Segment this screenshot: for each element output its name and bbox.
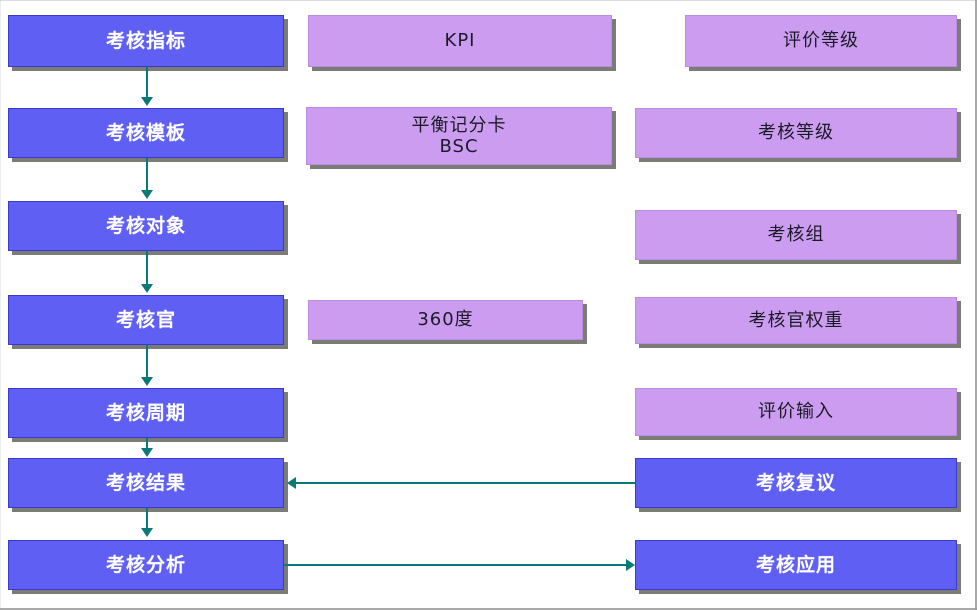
node-kaohe-fenxi[interactable]: 考核分析 bbox=[8, 540, 284, 590]
node-kaohe-guan-quanzhong[interactable]: 考核官权重 bbox=[635, 297, 957, 344]
node-bsc[interactable]: 平衡记分卡 BSC bbox=[306, 107, 612, 165]
node-kaohe-muban[interactable]: 考核模板 bbox=[8, 108, 284, 158]
connector-zhibiao-to-muban bbox=[146, 67, 148, 99]
arrowhead-zhouqi-to-jieguo bbox=[141, 448, 153, 457]
node-360-degree[interactable]: 360度 bbox=[308, 300, 583, 340]
frame-border-bottom bbox=[0, 608, 977, 610]
node-kaohe-jieguo[interactable]: 考核结果 bbox=[8, 458, 284, 508]
node-kaohe-duixiang[interactable]: 考核对象 bbox=[8, 201, 284, 251]
connector-fenxi-to-yingyong bbox=[284, 564, 627, 566]
arrowhead-fuyi-to-jieguo bbox=[287, 477, 296, 489]
connector-zhouqi-to-jieguo bbox=[146, 438, 148, 450]
arrowhead-fenxi-to-yingyong bbox=[626, 559, 635, 571]
arrowhead-duixiang-to-guan bbox=[141, 284, 153, 293]
node-kaohe-yingyong[interactable]: 考核应用 bbox=[635, 540, 957, 590]
arrowhead-guan-to-zhouqi bbox=[141, 377, 153, 386]
arrowhead-jieguo-to-fenxi bbox=[141, 528, 153, 537]
frame-border-left bbox=[0, 0, 1, 610]
connector-jieguo-to-fenxi bbox=[146, 508, 148, 530]
node-kaohe-dengji[interactable]: 考核等级 bbox=[635, 108, 957, 158]
frame-border-right bbox=[975, 0, 977, 610]
node-kaohe-zu[interactable]: 考核组 bbox=[635, 210, 957, 260]
node-kaohe-zhouqi[interactable]: 考核周期 bbox=[8, 388, 284, 438]
node-kaohe-zhibiao[interactable]: 考核指标 bbox=[8, 15, 284, 67]
connector-muban-to-duixiang bbox=[146, 158, 148, 192]
node-kaohe-guan[interactable]: 考核官 bbox=[8, 295, 284, 345]
connector-fuyi-to-jieguo bbox=[296, 482, 635, 484]
arrowhead-muban-to-duixiang bbox=[141, 190, 153, 199]
node-kaohe-fuyi[interactable]: 考核复议 bbox=[635, 458, 957, 508]
connector-guan-to-zhouqi bbox=[146, 345, 148, 379]
frame-border-top bbox=[0, 0, 977, 1]
node-pingjia-dengji[interactable]: 评价等级 bbox=[685, 15, 957, 67]
connector-duixiang-to-guan bbox=[146, 251, 148, 286]
node-pingjia-shuru[interactable]: 评价输入 bbox=[635, 388, 957, 436]
arrowhead-zhibiao-to-muban bbox=[141, 97, 153, 106]
node-kpi[interactable]: KPI bbox=[308, 15, 612, 67]
